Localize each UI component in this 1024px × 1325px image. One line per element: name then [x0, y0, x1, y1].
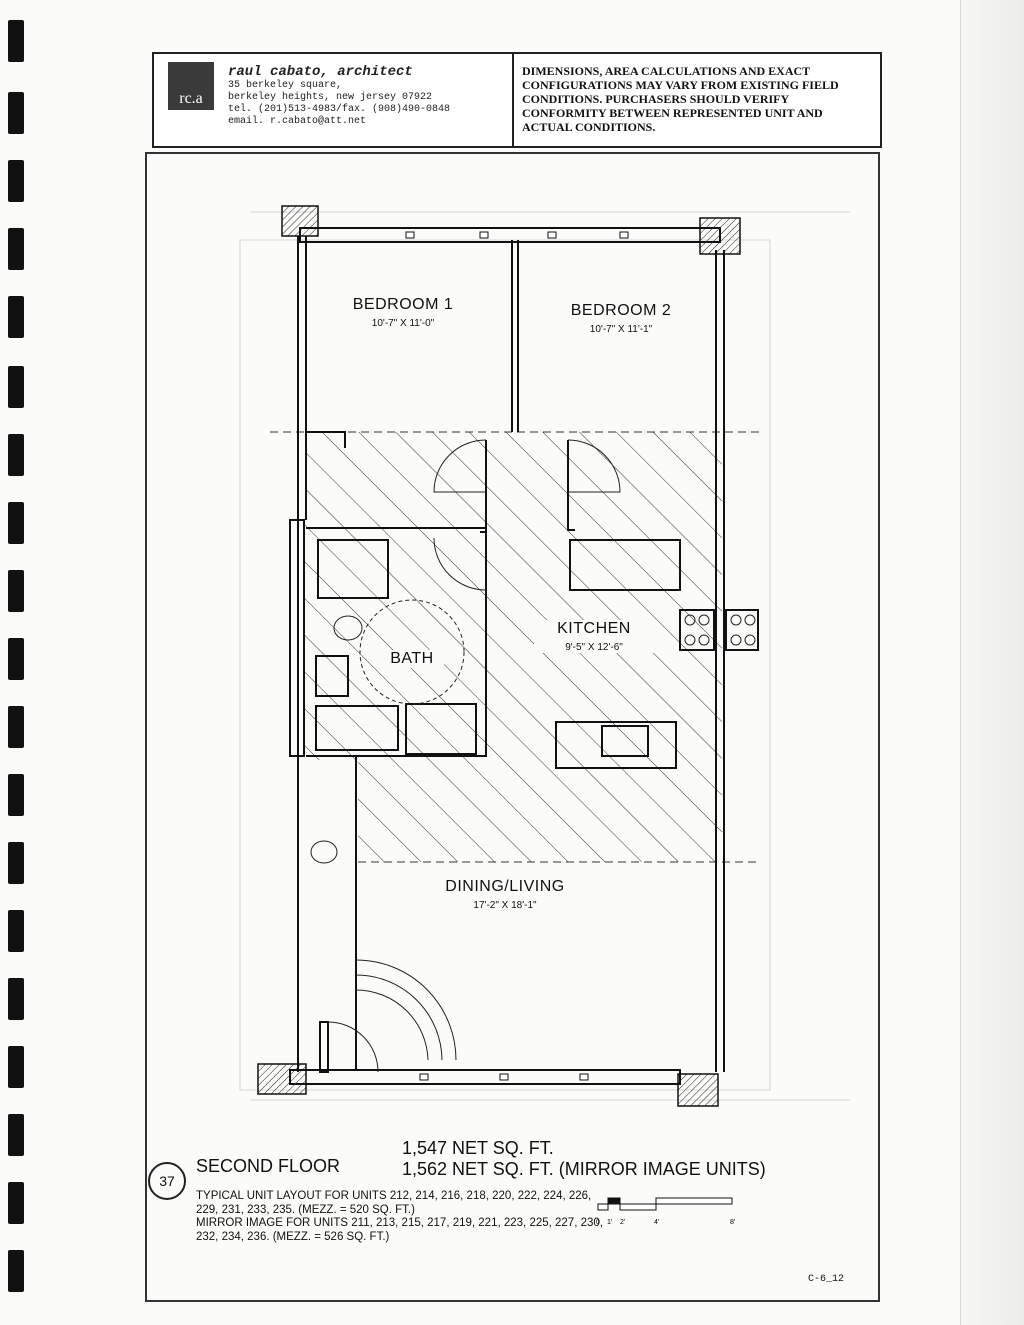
title-divider — [512, 54, 514, 146]
mullion-3 — [547, 231, 557, 239]
closet-walls — [306, 431, 346, 448]
scale-segment-3 — [619, 1203, 657, 1211]
stair-curve-3 — [355, 989, 429, 1061]
unit-notes: TYPICAL UNIT LAYOUT FOR UNITS 212, 214, … — [196, 1190, 616, 1244]
scale-segment-2 — [607, 1197, 621, 1205]
scale-label: 8' — [730, 1219, 735, 1226]
plan-number-badge: 37 — [148, 1162, 186, 1200]
stove-burner-6 — [744, 614, 756, 626]
entry-door-swing — [327, 1021, 379, 1073]
net-sqft: 1,547 NET SQ. FT. — [402, 1138, 554, 1158]
room-label: BEDROOM 1 — [352, 296, 454, 313]
mirror-sqft: 1,562 NET SQ. FT. (MIRROR IMAGE UNITS) — [402, 1159, 766, 1179]
mullion — [405, 231, 415, 239]
bedroom1-door-swing — [433, 439, 487, 493]
scale-label: 1' — [607, 1219, 612, 1226]
square-footage: 1,547 NET SQ. FT. 1,562 NET SQ. FT. (MIR… — [402, 1138, 766, 1180]
room-dimensions: 9'-5" X 12'-6" — [565, 642, 623, 653]
room-bedroom2: BEDROOM 2 10'-7" X 11'-1" — [556, 302, 686, 335]
entry-door-frame — [319, 1021, 329, 1073]
room-dimensions: 10'-7" X 11'-0" — [371, 318, 435, 329]
mullion-6 — [499, 1073, 509, 1081]
kitchen-counter — [569, 539, 681, 591]
mullion-5 — [419, 1073, 429, 1081]
scale-segment — [597, 1203, 609, 1211]
stove-burner-3 — [684, 634, 696, 646]
scale-label: 0 — [596, 1219, 600, 1226]
column-ne — [699, 217, 741, 255]
phone-fax: tel. (201)513-4983/fax. (908)490-0848 — [228, 104, 451, 115]
room-dimensions: 10'-7" X 11'-1" — [589, 324, 653, 335]
scale-bar: 0 1' 2' 4' 8' — [596, 1197, 735, 1226]
scale-segment-4 — [655, 1197, 733, 1205]
toilet — [333, 615, 363, 641]
room-bedroom1: BEDROOM 1 10'-7" X 11'-0" — [338, 296, 468, 329]
column-se — [677, 1073, 719, 1107]
typical-units-note: TYPICAL UNIT LAYOUT FOR UNITS 212, 214, … — [196, 1190, 592, 1216]
column-nw — [281, 205, 319, 237]
toilet-2 — [310, 840, 338, 864]
drawing-frame — [145, 152, 880, 1302]
hatched-area — [305, 432, 722, 862]
disclaimer: DIMENSIONS, AREA CALCULATIONS AND EXACT … — [522, 64, 839, 134]
south-window-wall — [289, 1069, 681, 1085]
stair-wall — [306, 755, 357, 1070]
stove-2 — [725, 609, 759, 651]
bedroom2-door-swing — [567, 439, 621, 493]
stove-burner — [684, 614, 696, 626]
stove-burner-2 — [698, 614, 710, 626]
hall-wall-2 — [567, 440, 575, 531]
floor-name: SECOND FLOOR — [196, 1156, 341, 1176]
stove-burner-7 — [730, 634, 742, 646]
column-sw — [257, 1063, 307, 1095]
email: email. r.cabato@att.net — [228, 116, 367, 127]
room-dimensions: 17'-2" X 18'-1" — [473, 900, 537, 911]
stove-burner-4 — [698, 634, 710, 646]
mirror-units-note: MIRROR IMAGE FOR UNITS 211, 213, 215, 21… — [196, 1217, 603, 1243]
mullion-7 — [579, 1073, 589, 1081]
linen-closet — [405, 703, 477, 755]
stove — [679, 609, 715, 651]
scale-label: 2' — [620, 1219, 625, 1226]
sheet-number: C-6_12 — [808, 1274, 845, 1285]
scale-label: 4' — [654, 1219, 659, 1226]
address-line1: 35 berkeley square, — [228, 80, 343, 91]
mullion-2 — [479, 231, 489, 239]
room-dining-living: DINING/LIVING 17'-2" X 18'-1" — [420, 878, 590, 911]
bath-tub — [315, 705, 399, 751]
room-label: DINING/LIVING — [445, 878, 565, 895]
room-label: BATH — [390, 650, 434, 667]
kitchen-sink — [601, 725, 649, 757]
stove-burner-5 — [730, 614, 742, 626]
architect-logo: rc.a — [168, 62, 214, 110]
page-edge — [960, 0, 1024, 1325]
binder-holes — [8, 0, 28, 1325]
bath-closet — [317, 539, 389, 599]
bath-vanity — [315, 655, 349, 697]
stove-burner-8 — [744, 634, 756, 646]
room-label: KITCHEN — [557, 620, 631, 637]
room-bath: BATH — [380, 650, 444, 668]
stair-curve-2 — [355, 974, 443, 1061]
bath-turn-circle — [359, 599, 465, 705]
title-block: rc.a raul cabato, architect 35 berkeley … — [152, 52, 882, 148]
address-line2: berkeley heights, new jersey 07922 — [228, 92, 433, 103]
room-label: BEDROOM 2 — [570, 302, 672, 319]
architect-name: raul cabato, architect — [228, 64, 413, 80]
architect-info: raul cabato, architect 35 berkeley squar… — [228, 64, 450, 128]
bath-door-swing — [433, 537, 487, 591]
background-lines — [239, 211, 850, 1101]
stair-rail — [289, 519, 305, 757]
bath-wall — [306, 527, 487, 757]
mullion-4 — [619, 231, 629, 239]
stair-curve — [355, 959, 457, 1061]
kitchen-island — [555, 721, 677, 769]
room-kitchen: KITCHEN 9'-5" X 12'-6" — [534, 620, 654, 653]
